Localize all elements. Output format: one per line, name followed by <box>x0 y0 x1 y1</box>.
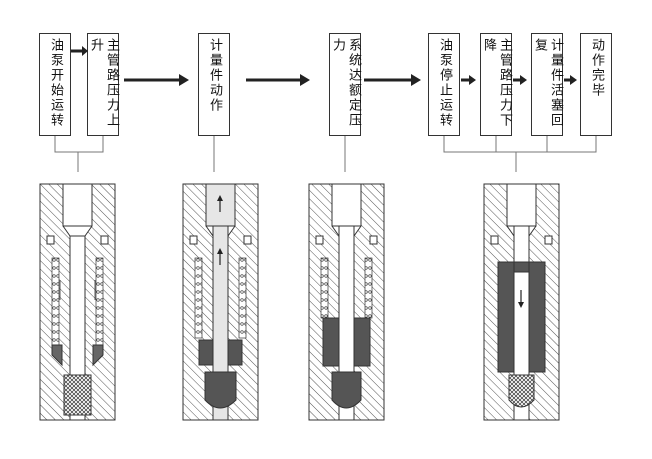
step-label-pump-start: 油泵开始运转 <box>48 38 63 128</box>
step-box-pump-stop: 油泵停止运转 <box>428 33 460 136</box>
step-label-meter-action: 计量件动作 <box>207 38 222 113</box>
up-arrow-icon <box>217 248 223 265</box>
down-arrow-icon <box>518 290 524 308</box>
step-label-main-pressure-drop: 主管路压力下降 <box>481 38 512 128</box>
step-label-pump-stop: 油泵停止运转 <box>437 38 452 128</box>
step-box-rated-pressure: 系统达额定压力 <box>329 33 361 136</box>
step-box-pump-start: 油泵开始运转 <box>39 33 71 136</box>
step-label-rated-pressure: 系统达额定压力 <box>330 38 361 128</box>
valve-diagram-3 <box>308 183 385 421</box>
flow-arrow-icon <box>564 75 577 85</box>
up-arrow-icon <box>217 195 223 212</box>
flow-arrow-icon <box>124 74 189 86</box>
step-box-piston-return: 计量件活塞回复 <box>531 33 563 136</box>
valve-diagram-1 <box>39 183 116 421</box>
bracket-connector-4 <box>443 136 597 172</box>
step-box-complete: 动作完毕 <box>580 33 612 136</box>
flow-arrow-icon <box>246 74 310 86</box>
step-box-main-pressure-rise: 主管路压力上升 <box>87 33 119 136</box>
flow-arrow-icon <box>71 46 88 56</box>
step-box-meter-action: 计量件动作 <box>198 33 230 136</box>
bracket-connector-1 <box>54 136 104 172</box>
step-label-piston-return: 计量件活塞回复 <box>532 38 563 128</box>
valve-diagram-2 <box>182 183 259 421</box>
step-box-main-pressure-drop: 主管路压力下降 <box>480 33 512 136</box>
step-label-main-pressure-rise: 主管路压力上升 <box>88 38 119 128</box>
step-label-complete: 动作完毕 <box>589 38 604 98</box>
flow-arrow-icon <box>461 75 476 85</box>
flow-arrow-icon <box>364 74 421 86</box>
flow-arrow-icon <box>513 75 527 85</box>
valve-diagram-4 <box>483 183 560 421</box>
